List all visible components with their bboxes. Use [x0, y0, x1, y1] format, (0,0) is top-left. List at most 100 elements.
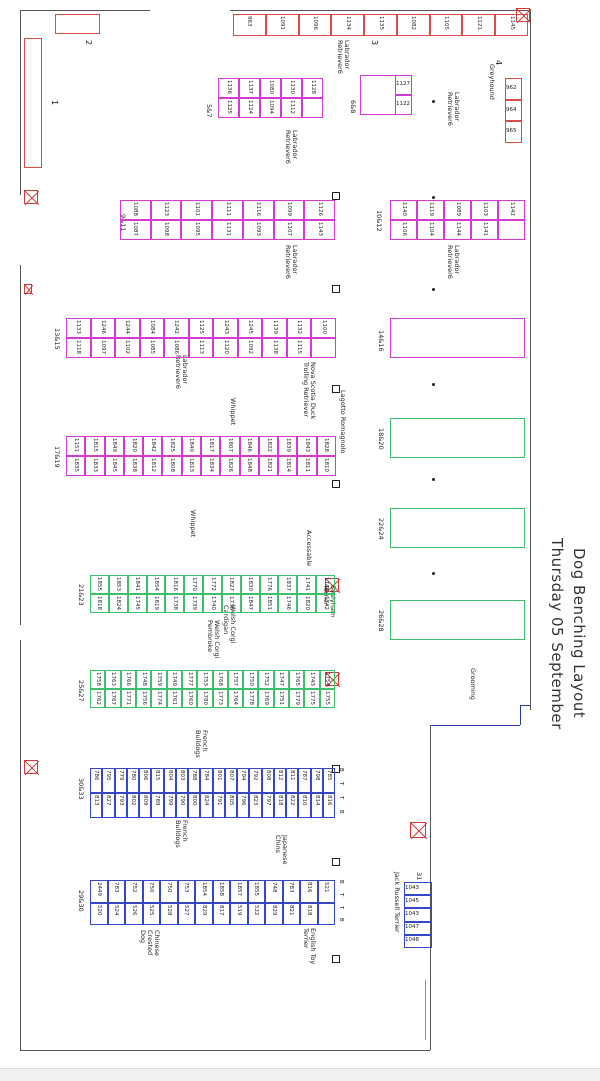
- bench-cell: [139, 768, 152, 793]
- bench-side-marker: T: [338, 906, 344, 910]
- bench-cell: [298, 14, 332, 36]
- wall-left-upper: [20, 10, 21, 195]
- bench-cell: [300, 902, 318, 925]
- bench-number: 1085: [148, 340, 155, 354]
- bench-cell: [417, 200, 444, 220]
- bench-cell: [163, 793, 176, 818]
- bench-cell: [505, 99, 522, 122]
- area-4: 4: [494, 60, 503, 66]
- bench-cell: [201, 436, 221, 456]
- bench-number: 1143: [316, 222, 323, 236]
- bench-cell: [162, 436, 182, 456]
- bench-number: 1088: [132, 202, 139, 216]
- bench-cell: [146, 575, 166, 594]
- bench-number: 799: [166, 795, 173, 806]
- bench-number: 1853: [115, 577, 122, 591]
- bench-cell: [310, 768, 323, 793]
- exit-marker: [24, 760, 39, 775]
- bench-number: 789: [154, 795, 161, 806]
- bench-number: 1774: [155, 691, 162, 705]
- pillar: [332, 385, 340, 393]
- bench-number: 962: [506, 84, 517, 91]
- bench-cell: [66, 456, 86, 476]
- bench-number: 1839: [284, 438, 291, 452]
- range-label: 5&7: [205, 104, 213, 118]
- bench-number: 1097: [99, 340, 106, 354]
- range-label: 10&12: [375, 210, 383, 232]
- bench-number: 1145: [508, 16, 515, 30]
- bench-number: 783: [288, 882, 295, 893]
- bench-number: 1134: [344, 16, 351, 30]
- bench-cell: [200, 793, 213, 818]
- bench-number: 1768: [217, 672, 224, 686]
- bench-number: 829: [270, 904, 277, 916]
- bench-number: 1777: [186, 672, 193, 686]
- breed-lagotto: Lagotto Romagnolo: [339, 390, 347, 454]
- bench-cell: [498, 220, 525, 240]
- bench-number: 1096: [311, 16, 318, 30]
- wall-top-left: [20, 10, 150, 11]
- bench-cell: [297, 456, 317, 476]
- bench-cell: [364, 14, 397, 36]
- bench-number: 2449: [95, 882, 102, 896]
- bench-number: 1125: [225, 100, 232, 114]
- bench-number: 1138: [271, 340, 278, 354]
- benches-22-24: [390, 508, 525, 548]
- bench-number: 1102: [124, 340, 131, 354]
- layout-title: Dog Benching Layout: [570, 548, 588, 719]
- bench-cell: [260, 98, 281, 118]
- bench-number: 1098: [163, 222, 170, 236]
- bench-cell: [316, 456, 336, 476]
- marker-dot: [432, 196, 435, 199]
- bench-cell: [286, 768, 299, 793]
- bench-cell: [224, 793, 237, 818]
- bench-cell: [177, 880, 195, 903]
- range-label: 17&19: [53, 446, 61, 468]
- bench-number: 750: [148, 882, 155, 893]
- area2-grid: [55, 14, 100, 34]
- bench-cell: [104, 436, 124, 456]
- bench-number: 1127: [396, 81, 410, 87]
- exit-marker: [516, 8, 531, 23]
- bench-number: 1126: [316, 202, 323, 216]
- bench-number: 1817: [207, 438, 214, 452]
- wall-left-lower: [20, 640, 21, 1050]
- benches-18-20: [390, 418, 525, 458]
- bench-number: 791: [215, 795, 222, 806]
- bench-number: 1773: [217, 691, 224, 705]
- bench-cell: [311, 318, 336, 338]
- bench-cell: [142, 880, 160, 903]
- bench-cell: [224, 768, 237, 793]
- bench-number: 1833: [91, 458, 98, 472]
- bench-cell: [319, 670, 335, 689]
- bench-cell: [259, 594, 279, 613]
- bench-number: 1775: [309, 691, 316, 705]
- bench-number: 525: [148, 904, 155, 916]
- bench-number: 1843: [304, 438, 311, 452]
- bench-number: 1111: [224, 202, 231, 216]
- bench-cell: [195, 880, 213, 903]
- bench-cell: [123, 456, 144, 476]
- bench-cell: [66, 318, 91, 338]
- breed-labrador: Labrador Retriever6: [446, 92, 461, 126]
- bench-number: 810: [301, 795, 308, 806]
- bench-number: 1141: [481, 222, 488, 236]
- bench-cell: [181, 200, 213, 220]
- bench-cell: [197, 689, 213, 708]
- pillar: [332, 858, 340, 866]
- bench-cell: [278, 575, 298, 594]
- bench-cell: [203, 575, 222, 594]
- bench-cell: [322, 793, 335, 818]
- bench-cell: [404, 895, 432, 909]
- bench-number: 1139: [271, 320, 278, 334]
- area-31: 31: [415, 872, 423, 881]
- bench-cell: [163, 768, 176, 793]
- bench-number: 786: [93, 770, 100, 781]
- bench-number: 807: [227, 770, 234, 781]
- bench-cell: [123, 436, 144, 456]
- bench-cell: [203, 594, 222, 613]
- bench-number: 818: [305, 904, 312, 916]
- bench-number: 1837: [284, 577, 291, 591]
- bench-number: 1826: [226, 458, 233, 472]
- marker-dot: [432, 288, 435, 291]
